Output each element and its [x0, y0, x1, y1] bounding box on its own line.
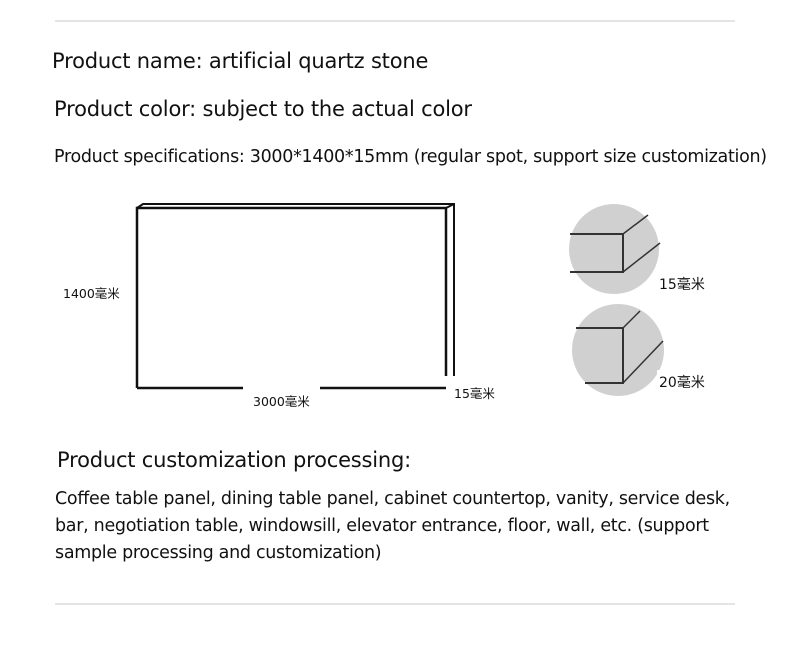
width-label: 3000毫米 [243, 385, 320, 416]
product-specifications: Product specifications: 3000*1400*15mm (… [54, 147, 767, 167]
product-color: Product color: subject to the actual col… [54, 97, 472, 121]
edge-option-15mm-label: 15毫米 [657, 272, 707, 296]
top-divider [55, 20, 735, 22]
edge-option-20mm-label: 20毫米 [657, 370, 707, 394]
bottom-divider [55, 603, 735, 605]
edge-profile-20mm-icon [572, 304, 664, 396]
customization-heading: Product customization processing: [57, 448, 412, 472]
customization-description: Coffee table panel, dining table panel, … [55, 489, 730, 563]
thickness-label: 15毫米 [452, 381, 497, 404]
product-name: Product name: artificial quartz stone [52, 49, 429, 73]
slab-outline [135, 203, 455, 390]
edge-profile-15mm-icon [569, 204, 661, 294]
height-label: 1400毫米 [61, 279, 126, 310]
